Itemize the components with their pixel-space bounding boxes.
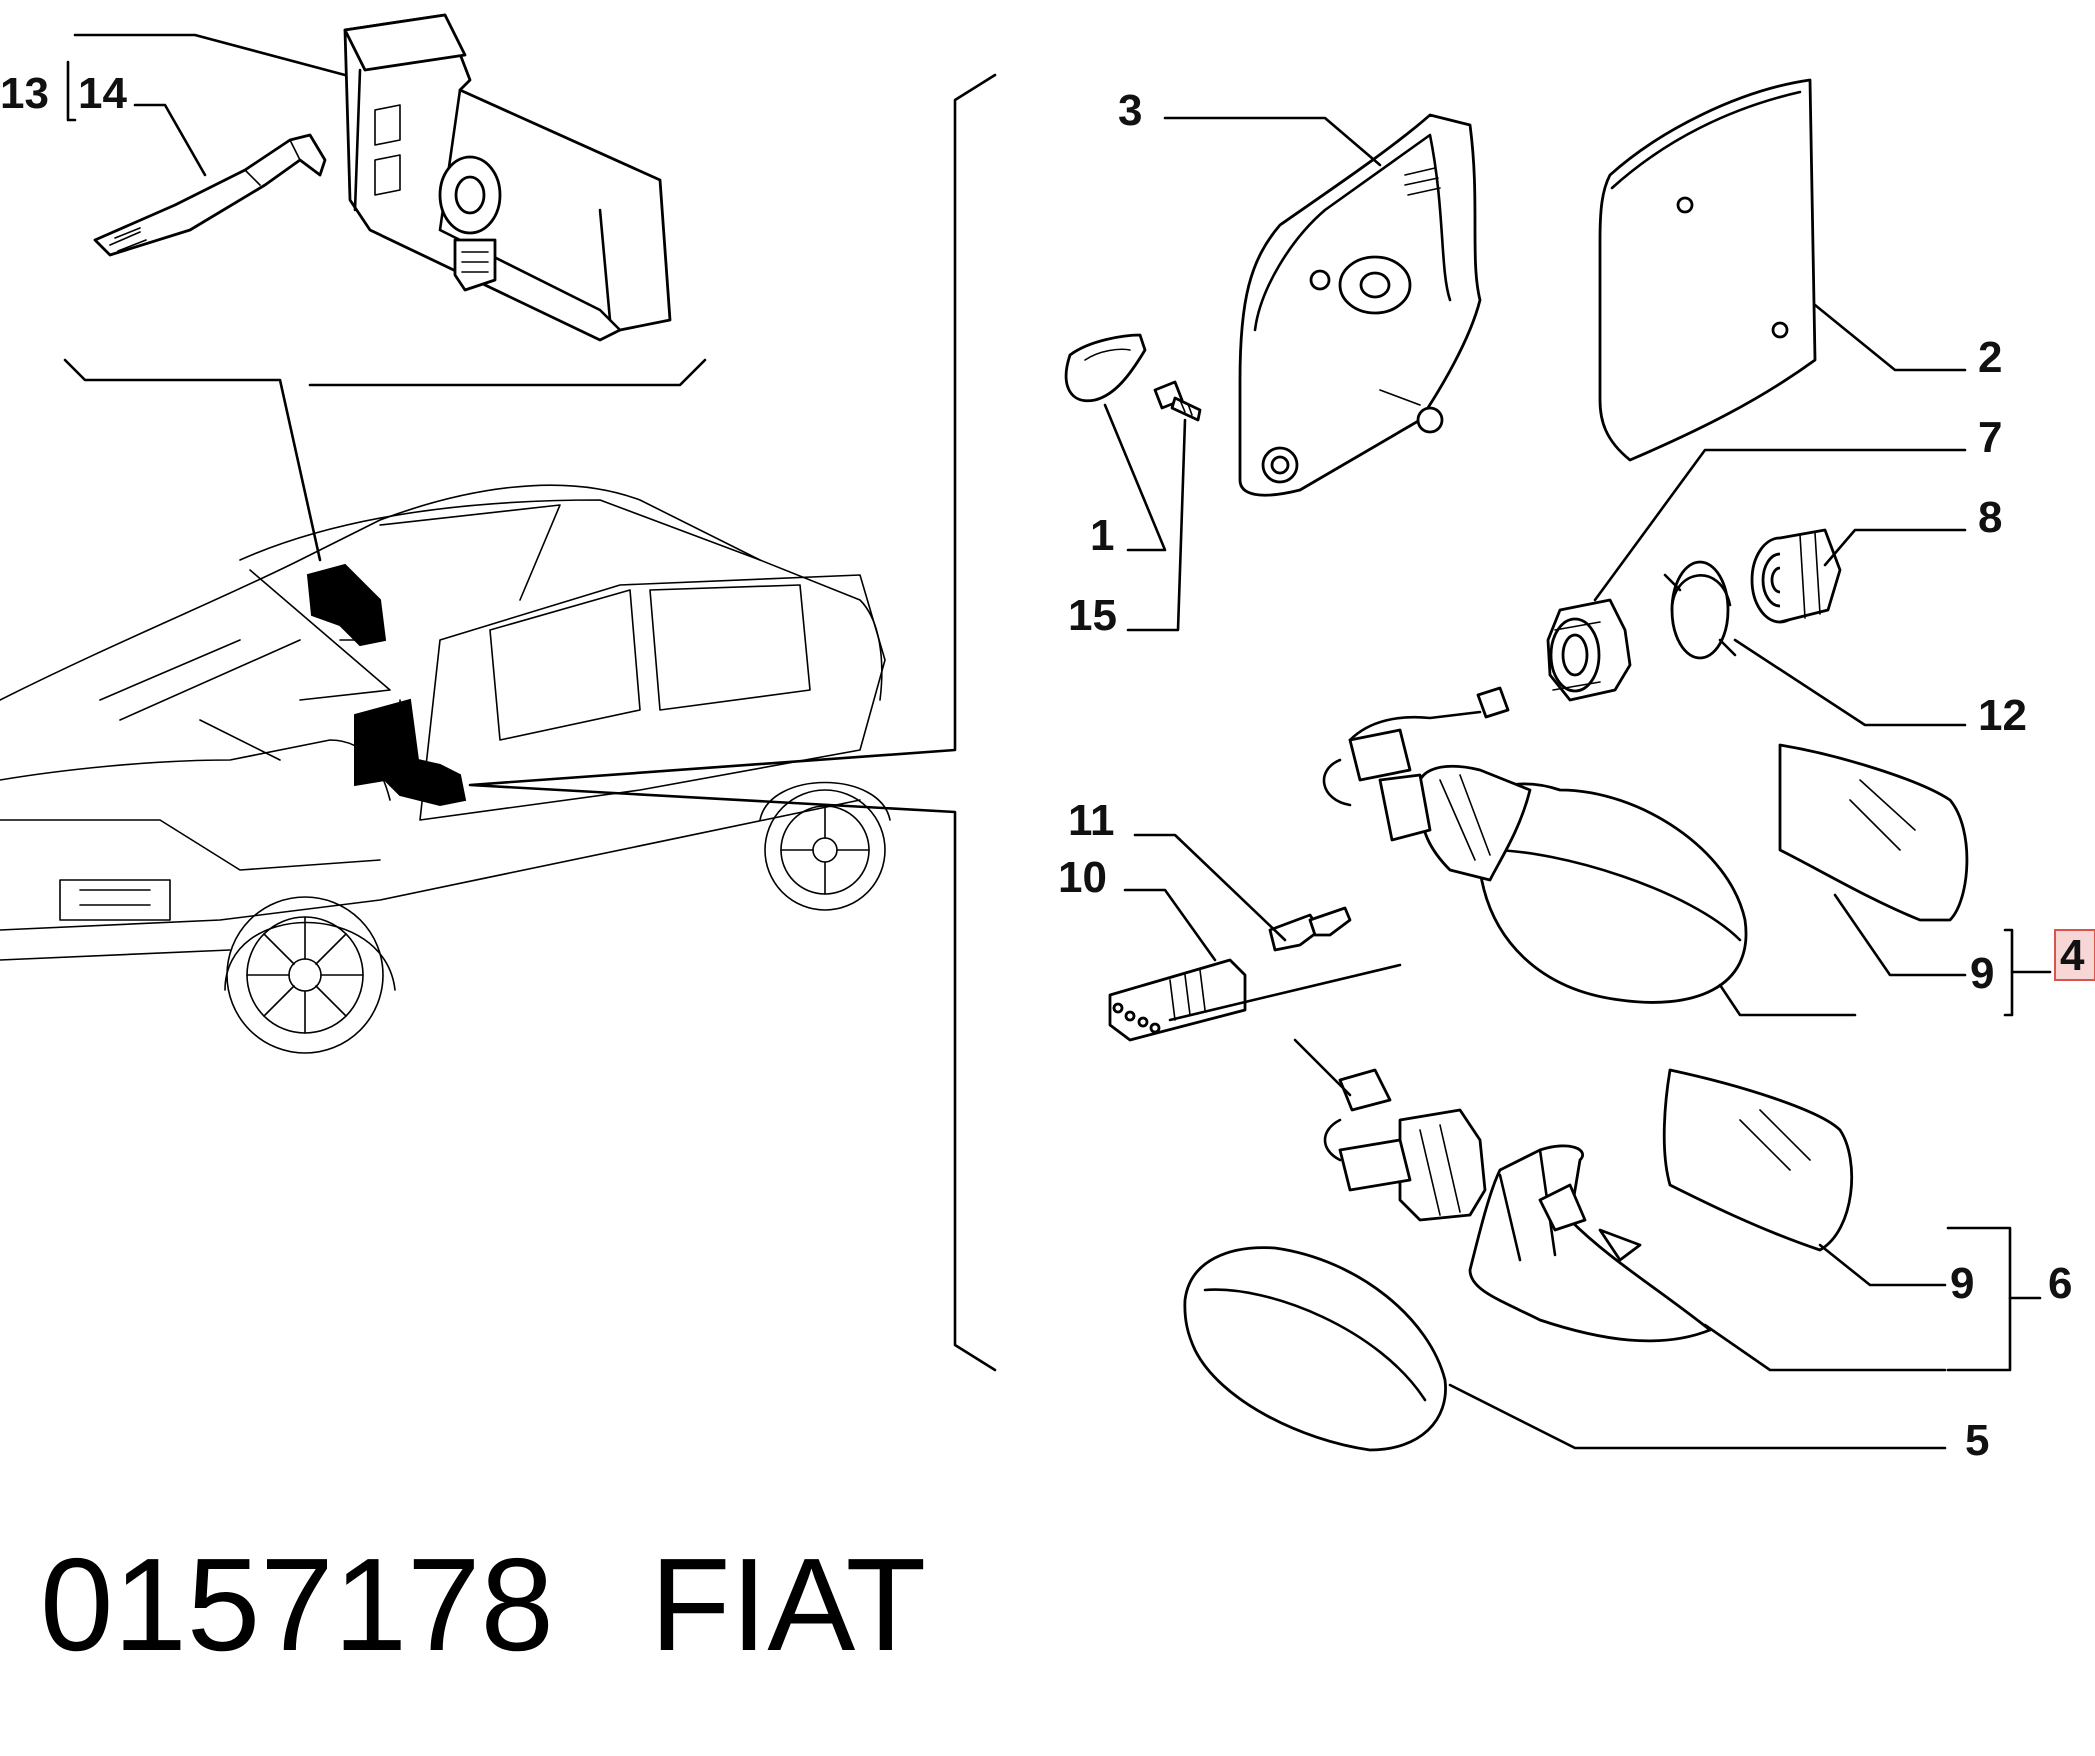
assembly-bracket <box>468 73 997 1372</box>
mirror-glass-carrier-plate <box>1238 113 1482 497</box>
terminal-11 <box>1268 906 1352 952</box>
callout-9-upper: 9 <box>1970 949 1994 998</box>
part-8-motor <box>1750 528 1842 624</box>
callout-3: 3 <box>1118 86 1142 135</box>
callout-9-lower: 9 <box>1950 1259 1974 1308</box>
callout-1: 1 <box>1090 511 1114 560</box>
callout-4-highlight <box>2054 929 2095 981</box>
leader-interior-mirror <box>63 358 707 562</box>
callout-15: 15 <box>1068 591 1117 640</box>
mirror-glass-9-lower <box>1662 1068 1854 1252</box>
mirror-glass-9-upper <box>1778 743 1969 922</box>
leader-lines <box>66 33 2052 1450</box>
mirror-glass <box>1598 78 1817 462</box>
callout-11: 11 <box>1068 796 1115 845</box>
callout-10: 10 <box>1058 853 1107 902</box>
connector-10 <box>1108 958 1247 1042</box>
callout-13: 13 <box>0 69 49 118</box>
divider-line <box>1168 963 1402 1022</box>
part-12-clip-ring <box>1663 560 1737 660</box>
exterior-mirror-body-upper <box>1322 686 1748 1004</box>
mirror-mounting-bracket <box>93 133 327 257</box>
callout-14: 14 <box>78 69 127 118</box>
callout-7: 7 <box>1978 413 2002 462</box>
callout-2: 2 <box>1978 333 2002 382</box>
part-7-ring <box>1546 598 1632 702</box>
callout-8: 8 <box>1978 493 2002 542</box>
part-1-cap <box>1064 333 1147 403</box>
callout-12: 12 <box>1978 691 2027 740</box>
exterior-mirror-base-lower <box>1323 1068 1712 1343</box>
part-number-caption: 0157178 <box>40 1531 554 1678</box>
brand-caption: FIAT <box>650 1531 926 1678</box>
mirror-cover-5 <box>1183 1246 1447 1452</box>
callout-4: 4 <box>2060 931 2085 980</box>
car-illustration <box>0 484 891 1054</box>
callout-6: 6 <box>2048 1259 2072 1308</box>
interior-mirror-assembly <box>343 13 672 342</box>
callout-5: 5 <box>1965 1416 1989 1465</box>
part-15-screw <box>1153 380 1202 422</box>
